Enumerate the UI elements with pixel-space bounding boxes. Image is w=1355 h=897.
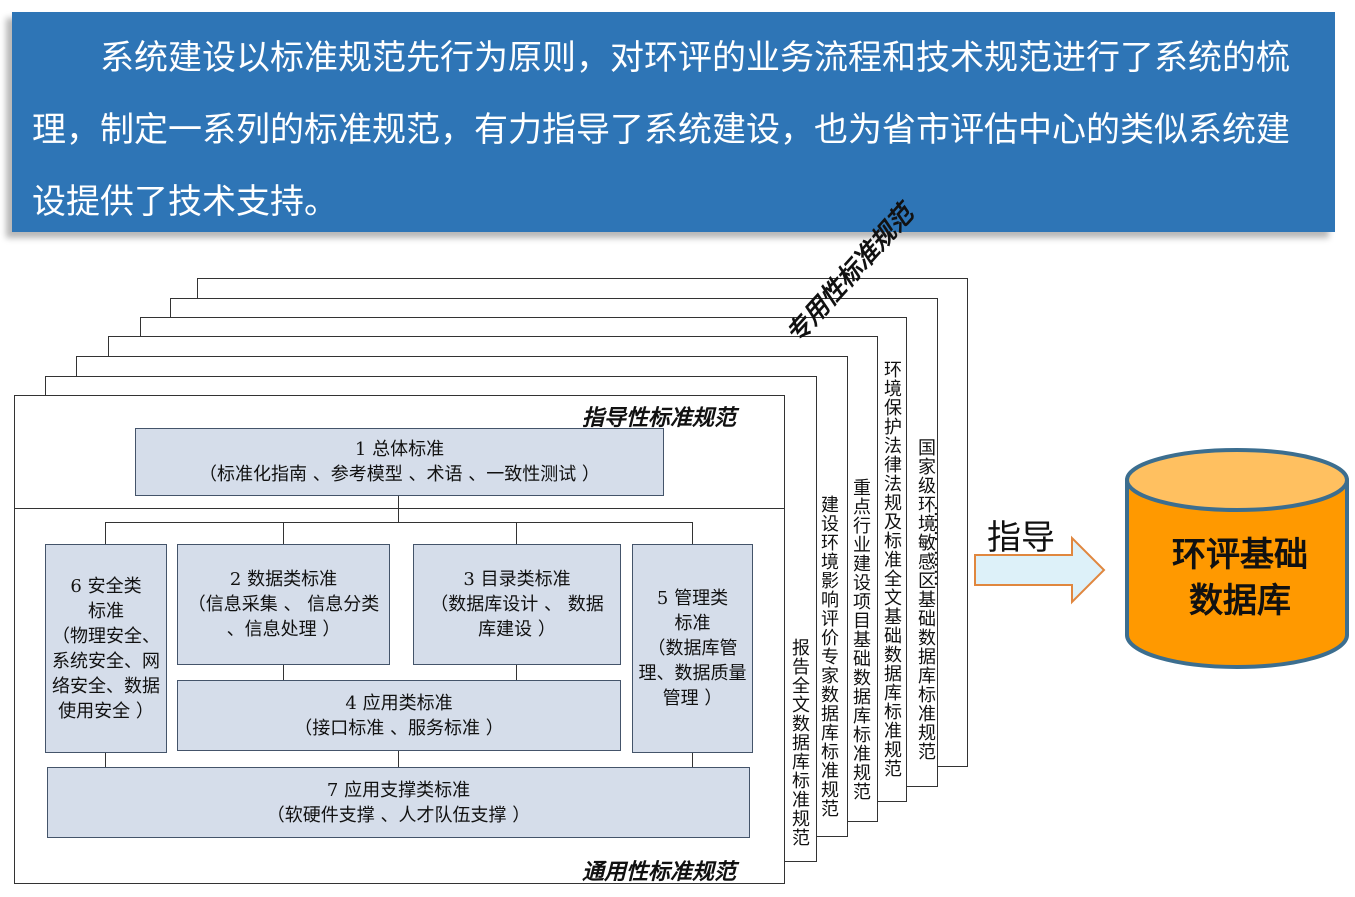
box-title: 4 应用类标准 [345, 692, 453, 714]
box-overall-standard: 1 总体标准 （标准化指南 、参考模型 、术语 、一致性测试 ） [135, 428, 664, 496]
box-title: 1 总体标准 [354, 439, 445, 460]
connector [398, 750, 399, 767]
special-item: 报告全文数据库标准规范 [789, 638, 810, 847]
connector [516, 522, 517, 544]
box-security-standard: 6 安全类标准（物理安全、系统安全、网络安全、数据使用安全 ） [45, 544, 167, 753]
box-desc: （接口标准 、服务标准 ） [294, 717, 504, 739]
database-cylinder-icon [1125, 448, 1349, 669]
box-desc: （信息采集 、 信息分类 、信息处理 ） [187, 594, 380, 640]
special-item: 环境保护法律法规及标准全文基础数据库标准规范 [881, 360, 902, 778]
special-item: 国家级环境敏感区基础数据库标准规范 [915, 438, 936, 761]
connector [105, 752, 106, 767]
connector [516, 664, 517, 680]
box-catalog-standard: 3 目录类标准 （数据库设计 、 数据库建设 ） [413, 544, 621, 665]
special-item: …… …… [930, 505, 951, 588]
box-desc: （数据库设计 、 数据库建设 ） [430, 594, 604, 640]
box-title: 3 目录类标准 [463, 569, 571, 590]
guiding-label: 指导性标准规范 [582, 406, 737, 431]
box-application-standard: 4 应用类标准 （接口标准 、服务标准 ） [177, 680, 621, 751]
connector [692, 752, 693, 767]
connector [692, 522, 693, 544]
general-label: 通用性标准规范 [582, 860, 737, 885]
database-label: 环评基础数据库 [1172, 535, 1308, 621]
box-title: 7 应用支撑类标准 [326, 779, 471, 801]
intro-banner: 系统建设以标准规范先行为原则，对环评的业务流程和技术规范进行了系统的梳理，制定一… [12, 12, 1335, 232]
divider [14, 508, 784, 509]
connector [283, 664, 284, 680]
intro-text: 系统建设以标准规范先行为原则，对环评的业务流程和技术规范进行了系统的梳理，制定一… [32, 38, 1290, 222]
box-desc: （数据库管理、数据质量管理 ） [638, 638, 747, 709]
box-title: 2 数据类标准 [229, 569, 338, 590]
special-item: 重点行业建设项目基础数据库标准规范 [850, 478, 871, 801]
connector [105, 522, 106, 544]
connector [105, 522, 693, 523]
right-arrow-icon [974, 535, 1106, 605]
connector [283, 522, 284, 544]
box-management-standard: 5 管理类标准（数据库管理、数据质量管理 ） [632, 544, 753, 753]
special-item: 建设环境影响评价专家数据库标准规范 [818, 495, 839, 818]
box-title: 6 安全类标准 [70, 575, 142, 622]
box-desc: （物理安全、系统安全、网络安全、数据使用安全 ） [52, 625, 160, 722]
box-support-standard: 7 应用支撑类标准 （软硬件支撑 、人才队伍支撑 ） [47, 767, 750, 838]
guide-label: 指导 [987, 518, 1055, 558]
box-desc: （软硬件支撑 、人才队伍支撑 ） [266, 804, 531, 826]
box-title: 5 管理类标准 [656, 588, 729, 634]
box-data-standard: 2 数据类标准 （信息采集 、 信息分类 、信息处理 ） [177, 544, 390, 665]
connector [398, 495, 399, 522]
box-desc: （标准化指南 、参考模型 、术语 、一致性测试 ） [199, 464, 600, 485]
